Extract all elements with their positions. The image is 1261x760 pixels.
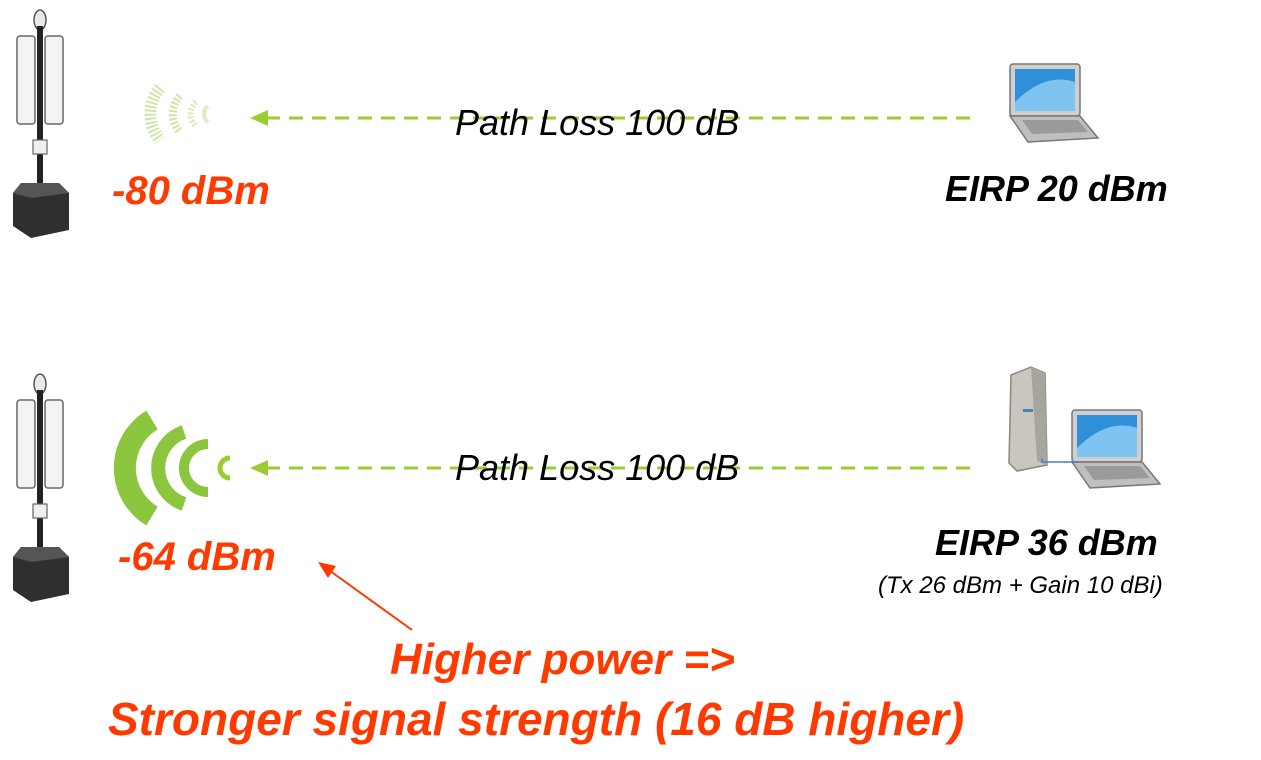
eirp-label: EIRP 36 dBm bbox=[935, 522, 1158, 563]
conclusion-line-1: Higher power => bbox=[390, 635, 735, 684]
eirp-label: EIRP 20 dBm bbox=[945, 168, 1168, 209]
conclusion-line-2: Stronger signal strength (16 dB higher) bbox=[108, 693, 965, 745]
signal-waves-icon bbox=[113, 410, 231, 526]
signal-arrow bbox=[250, 460, 976, 476]
panel-antenna-icon bbox=[1008, 366, 1048, 472]
laptop-icon bbox=[1070, 409, 1162, 489]
laptop-icon bbox=[1008, 63, 1100, 143]
callout-arrow bbox=[318, 562, 413, 631]
cell-tower-icon bbox=[13, 9, 69, 238]
path-loss-label: Path Loss 100 dB bbox=[455, 102, 740, 143]
eirp-detail-label: (Tx 26 dBm + Gain 10 dBi) bbox=[878, 572, 1163, 599]
path-loss-label: Path Loss 100 dB bbox=[455, 447, 740, 488]
signal-waves-icon bbox=[144, 84, 210, 144]
antenna-cable bbox=[1041, 458, 1078, 463]
received-power-label: -64 dBm bbox=[118, 535, 276, 579]
signal-arrow bbox=[250, 110, 976, 126]
received-power-label: -80 dBm bbox=[112, 169, 270, 213]
cell-tower-icon bbox=[13, 373, 69, 602]
